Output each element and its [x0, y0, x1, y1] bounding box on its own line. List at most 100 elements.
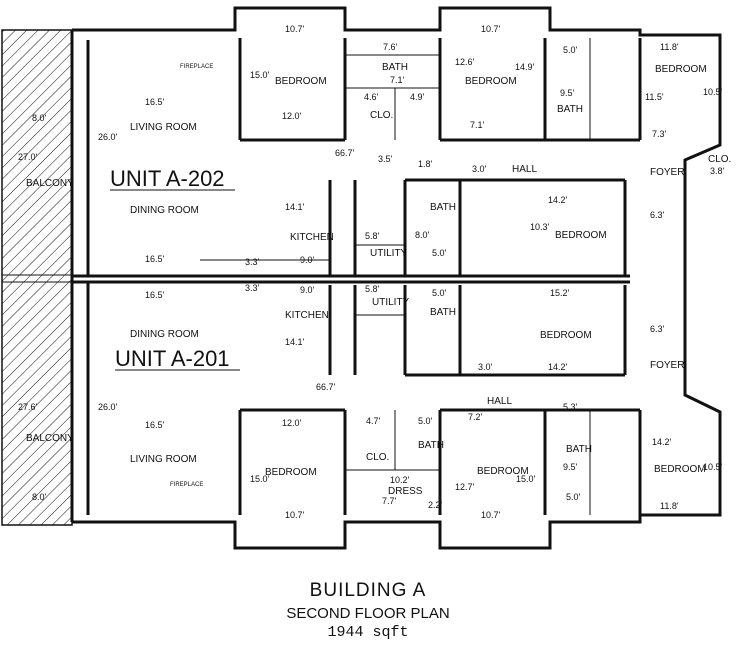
dim-upper-bedroom3-w: 11.8' [660, 42, 679, 52]
dim-lower-bedroom2-h: 15.0' [250, 474, 270, 484]
dim-upper-bedroom4-w: 14.2' [548, 195, 568, 205]
dim-upper-util-w: 5.8' [365, 231, 380, 241]
room-bedroom-lower-1: BEDROOM [540, 330, 592, 341]
room-dress-lower: DRESS [388, 486, 423, 497]
plan-subtitle: SECOND FLOOR PLAN [286, 605, 450, 622]
dim-lower-hall-3: 3.0' [478, 362, 493, 372]
room-bath-lower-1: BATH [430, 307, 456, 318]
room-bedroom-lower-2: BEDROOM [265, 467, 317, 478]
dim-upper-kitchen-h: 14.1' [285, 202, 305, 212]
dim-lower-balcony-a: 27.6' [18, 402, 38, 412]
dim-upper-bath1-w: 7.6' [383, 42, 398, 52]
room-bath-lower-3: BATH [566, 444, 592, 455]
room-living-lower: LIVING ROOM [130, 454, 197, 465]
dim-lower-bath3-bottom: 5.0' [566, 492, 581, 502]
dim-lower-hall-length: 66.7' [316, 382, 336, 392]
dim-lower-balcony-b: 8.0' [32, 492, 47, 502]
dim-lower-bedroom4-bottom: 11.8' [660, 501, 679, 511]
room-bath-upper-1: BATH [382, 62, 408, 73]
dim-upper-bath2-h: 9.5' [560, 88, 575, 98]
room-dining-upper: DINING ROOM [130, 205, 199, 216]
room-dining-lower: DINING ROOM [130, 329, 199, 340]
fireplace-upper: FIREPLACE [180, 64, 213, 70]
dim-lower-bedroom1-w: 15.2' [550, 288, 570, 298]
room-foyer-lower: FOYER [650, 360, 684, 371]
dim-lower-bedroom3-top: 7.2' [468, 412, 483, 422]
room-utility-upper: UTILITY [370, 248, 408, 259]
room-kitchen-lower: KITCHEN [285, 310, 329, 321]
dim-upper-bedroom1-bottom: 12.0' [282, 111, 302, 121]
dim-lower-bath3-top: 5.3' [563, 402, 578, 412]
room-hall-upper: HALL [512, 164, 537, 175]
dim-upper-bath1-w2: 7.1' [390, 75, 405, 85]
dim-upper-hall-1-8: 1.8' [418, 159, 433, 169]
room-bath-upper-2: BATH [557, 104, 583, 115]
dim-upper-bedroom3-h2: 11.5' [645, 92, 664, 102]
dim-lower-bath-w: 5.0' [432, 288, 447, 298]
dim-upper-bedroom3-h: 10.5' [703, 87, 723, 97]
dim-upper-bedroom1-w: 10.7' [285, 24, 305, 34]
dim-upper-bath3-h: 8.0' [415, 230, 430, 240]
dim-lower-bedroom3-h2: 15.0' [516, 474, 536, 484]
room-bedroom-lower-4: BEDROOM [654, 464, 706, 475]
dim-lower-foyer: 6.3' [650, 324, 665, 334]
dim-lower-dress-bottom: 7.7' [382, 496, 397, 506]
room-foyer-upper: FOYER [650, 167, 684, 178]
dim-upper-3-3: 3.3' [245, 257, 260, 267]
dim-upper-clo-foyer: 3.8' [710, 166, 725, 176]
dim-lower-bedroom1-bottom: 14.2' [548, 362, 568, 372]
plan-area: 1944 sqft [327, 624, 409, 641]
dim-lower-kitchen-h: 14.1' [285, 337, 305, 347]
dim-upper-bath3-w: 5.0' [432, 248, 447, 258]
dim-upper-bedroom2-w: 10.7' [481, 24, 501, 34]
dim-upper-dining-w: 16.5' [145, 254, 165, 264]
dim-lower-kitchen-w: 9.0' [300, 285, 315, 295]
dim-lower-living-width: 16.5' [145, 420, 165, 430]
dim-lower-bedroom3-w: 10.7' [481, 510, 501, 520]
dim-lower-bath2-w: 5.0' [418, 416, 433, 426]
room-bedroom-upper-3: BEDROOM [655, 64, 707, 75]
dim-upper-bedroom3-bottom: 7.3' [652, 129, 667, 139]
dim-upper-bedroom2-h1: 12.6' [455, 57, 475, 67]
room-closet-lower: CLO. [366, 452, 389, 463]
room-bath-upper-3: BATH [430, 202, 456, 213]
room-bedroom-upper-2: BEDROOM [465, 76, 517, 87]
dim-lower-clo-w: 4.7' [366, 416, 381, 426]
room-kitchen-upper: KITCHEN [290, 232, 334, 243]
room-living-upper: LIVING ROOM [130, 122, 197, 133]
room-bath-lower-2: BATH [418, 440, 444, 451]
dim-lower-bedroom4-w: 14.2' [652, 437, 672, 447]
room-bedroom-upper-1: BEDROOM [275, 76, 327, 87]
floor-plan: LIVING ROOM DINING ROOM KITCHEN BEDROOM … [1, 6, 731, 550]
building-title: BUILDING A [309, 580, 427, 601]
dim-lower-dress-w: 10.2' [390, 475, 410, 485]
room-balcony-upper: BALCONY [26, 178, 74, 189]
exterior-walls [70, 6, 722, 550]
dim-lower-2-2: 2.2' [428, 500, 443, 510]
dim-lower-bath3-h: 9.5' [563, 462, 578, 472]
dim-upper-balcony-a: 8.0' [32, 113, 47, 123]
dim-upper-clo2: 4.9' [410, 92, 425, 102]
dim-upper-hall-3: 3.0' [472, 164, 487, 174]
dim-upper-hall-width: 3.5' [378, 154, 393, 164]
dim-upper-kitchen-w: 9.0' [300, 255, 315, 265]
dim-upper-bedroom1-h: 15.0' [250, 70, 270, 80]
dim-upper-living-width: 16.5' [145, 97, 165, 107]
dim-lower-util-w: 5.8' [365, 284, 380, 294]
balcony-hatch [1, 29, 73, 526]
room-bedroom-upper-4: BEDROOM [555, 230, 607, 241]
dim-upper-bedroom4-h: 10.3' [530, 222, 550, 232]
room-hall-lower: HALL [487, 396, 512, 407]
fireplace-lower: FIREPLACE [170, 482, 203, 488]
dim-lower-bedroom2-w: 10.7' [285, 510, 305, 520]
dim-upper-bedroom2-h2: 14.9' [515, 62, 535, 72]
dim-upper-foyer: 6.3' [650, 210, 665, 220]
dim-upper-balcony-b: 27.0' [18, 152, 38, 162]
dim-lower-bedroom3-h: 12.7' [455, 482, 475, 492]
lower-unit-walls [238, 285, 642, 515]
dim-upper-living-depth: 26.0' [98, 132, 118, 142]
room-balcony-lower: BALCONY [26, 433, 74, 444]
dim-lower-dining-w: 16.5' [145, 290, 165, 300]
dim-upper-hall-length: 66.7' [335, 148, 355, 158]
unit-label-upper: UNIT A-202 [110, 166, 225, 191]
